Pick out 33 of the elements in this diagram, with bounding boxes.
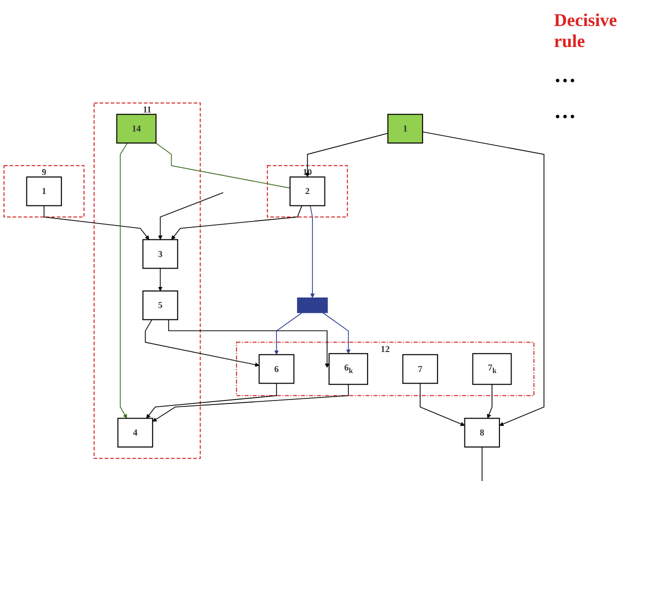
arrow — [152, 384, 349, 422]
arrow — [310, 206, 315, 298]
ellipsis-label: … — [554, 62, 577, 88]
arrow — [158, 192, 224, 240]
node-box: 14 — [116, 114, 156, 144]
arrow — [487, 384, 492, 419]
arrow — [168, 320, 330, 368]
ellipsis-label: … — [554, 98, 577, 124]
arrow — [144, 320, 260, 368]
arrow — [146, 383, 277, 419]
node-box: 3 — [142, 240, 178, 270]
arrow — [274, 312, 302, 356]
node-box: 1 — [26, 176, 62, 207]
node-box: 4 — [117, 418, 154, 448]
node-box: 5 — [142, 290, 178, 321]
arrow — [158, 268, 162, 292]
node-bar — [297, 298, 328, 314]
node-box: 6 — [258, 354, 294, 384]
node-box: 2 — [290, 176, 326, 207]
node-box: 6$_{k}$ — [328, 354, 368, 386]
arrow — [120, 143, 128, 419]
arrow — [44, 206, 150, 240]
arrow — [322, 312, 351, 354]
arrow — [422, 132, 544, 426]
node-box: 8 — [464, 418, 500, 448]
connector — [156, 143, 290, 189]
node-box: 1 — [387, 114, 424, 144]
arrow — [171, 206, 302, 240]
rule-label: Decisive rule — [554, 10, 618, 52]
node-box: 7 — [402, 354, 438, 384]
node-box: 7$_{k}$ — [472, 354, 512, 386]
arrow — [305, 133, 388, 178]
arrow — [420, 383, 465, 426]
